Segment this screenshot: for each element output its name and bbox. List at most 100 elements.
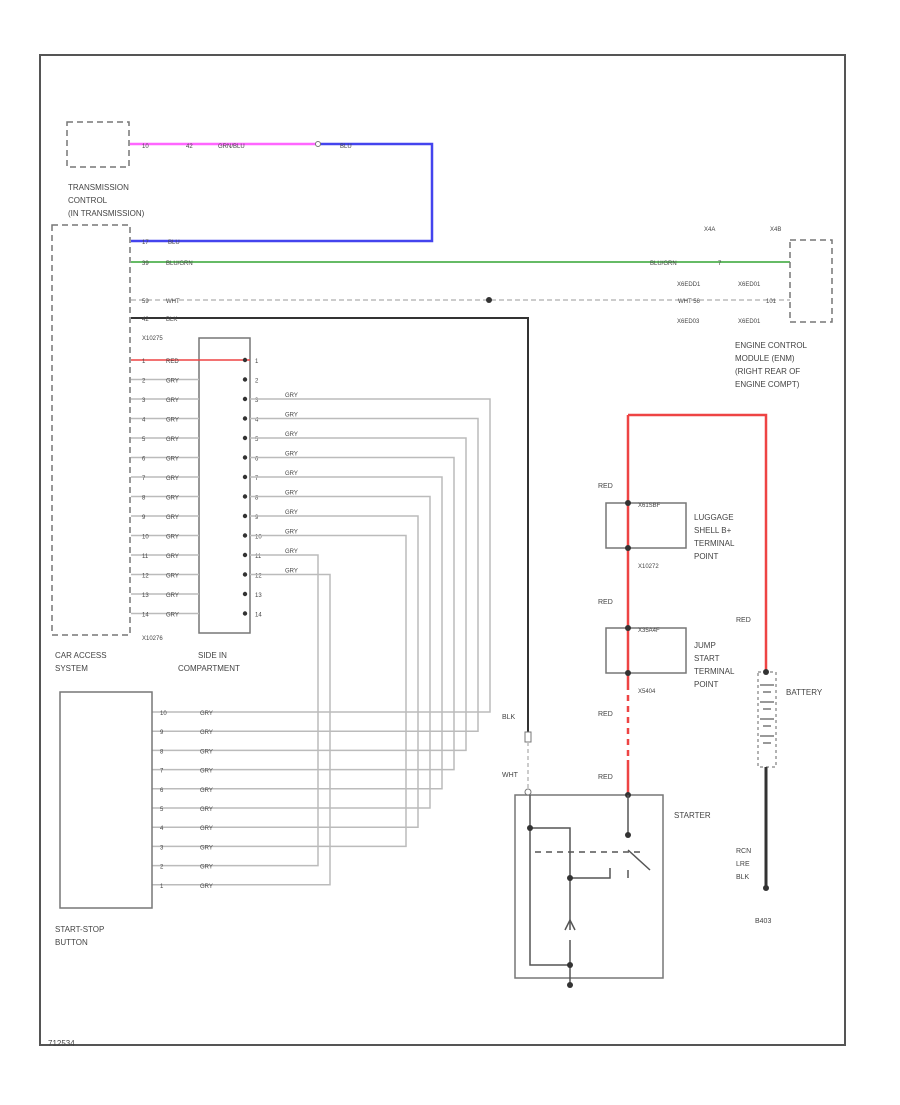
pin-icon — [242, 572, 248, 577]
side-compartment-label: SIDE IN COMPARTMENT — [178, 651, 240, 673]
car-access-label: CAR ACCESS SYSTEM — [55, 651, 109, 673]
pin-label: 10 — [160, 711, 167, 717]
pin-label: 42 — [142, 317, 149, 323]
jump-start-terminal-module — [605, 627, 687, 674]
wire-color-label: BLU — [168, 240, 180, 246]
connector-label: X10275 — [142, 336, 163, 342]
wire-color-label: GRY — [166, 515, 179, 521]
connector-label: X4A — [704, 227, 715, 233]
wire-color-label: GRY — [166, 613, 179, 619]
pin-label: 7 — [718, 261, 722, 267]
wire-gry-button — [152, 437, 467, 752]
pin-icon — [242, 533, 248, 538]
connector-label: X5404 — [638, 689, 656, 695]
wire-color-label: GRY — [285, 491, 298, 497]
terminal-icon — [567, 875, 573, 881]
ground-icon — [567, 982, 573, 988]
wire-color-label: WHT 56 — [678, 299, 701, 305]
diagram-id: 712534 — [48, 1039, 75, 1048]
wire-gry-button — [152, 573, 331, 886]
wire-color-label: GRY — [166, 476, 179, 482]
wire-color-label: RED — [598, 711, 613, 718]
pin-label: 14 — [255, 613, 262, 619]
connector-label: X61SBF — [638, 503, 661, 509]
luggage-terminal-label: LUGGAGE SHELL B+ TERMINAL POINT — [694, 513, 736, 561]
pin-label: 59 — [142, 299, 149, 305]
pin-label: 1 — [255, 359, 259, 365]
pin-label: 2 — [160, 865, 164, 871]
wire-color-label: GRY — [285, 569, 298, 575]
wire-color-label: RED — [166, 359, 179, 365]
connector-label: X6EDD1 — [677, 282, 701, 288]
pin-label: 14 — [142, 613, 149, 619]
wire-color-label: GRY — [285, 549, 298, 555]
pin-icon — [242, 416, 248, 421]
pin-label: 4 — [160, 826, 164, 832]
pin-label: 3 — [142, 398, 146, 404]
wire-color-label: GRY — [200, 845, 213, 851]
pin-label: 7 — [160, 769, 164, 775]
pin-label: 101 — [766, 299, 777, 305]
starter-internals — [529, 795, 651, 985]
pin-label: 2 — [255, 379, 259, 385]
pin-label: 6 — [255, 457, 259, 463]
pin-label: 8 — [160, 749, 164, 755]
wire-color-label: GRY — [166, 554, 179, 560]
pin-label: 4 — [142, 418, 146, 424]
wire-color-label: GRY — [166, 437, 179, 443]
wire-color-label: GRY — [285, 530, 298, 536]
pin-label: 7 — [255, 476, 259, 482]
wire-red-battery — [628, 413, 768, 672]
wire-color-label: GRN/BLU — [218, 144, 245, 150]
pin-label: 8 — [255, 496, 259, 502]
wire-color-label: GRY — [200, 730, 213, 736]
pin-label: 10 — [142, 144, 149, 150]
pin-label: 8 — [142, 496, 146, 502]
pin-label: 13 — [142, 593, 149, 599]
pin-label: 4 — [255, 418, 259, 424]
pin-label: 9 — [142, 515, 146, 521]
pin-label: 3 — [255, 398, 259, 404]
terminal-icon — [625, 500, 631, 506]
jump-start-label: JUMP START TERMINAL POINT — [694, 641, 736, 689]
connector-label: X35A4F — [638, 628, 660, 634]
wire-color-label: BLU/GRN — [650, 261, 677, 267]
car-access-module — [51, 224, 131, 636]
start-stop-label: START-STOP BUTTON — [55, 925, 106, 947]
inline-connector-icon — [524, 788, 532, 796]
wire-gry-button — [152, 417, 479, 732]
pin-label: 7 — [142, 476, 146, 482]
wire-color-label: GRY — [166, 418, 179, 424]
inline-connector-icon — [524, 731, 532, 743]
pin-icon — [242, 435, 248, 441]
ecm-label: ENGINE CONTROL MODULE (ENM) (RIGHT REAR … — [735, 341, 809, 389]
wire-color-label: WHT — [166, 299, 180, 305]
terminal-icon — [625, 670, 631, 676]
pin-label: 5 — [160, 807, 164, 813]
wire-gry-button — [152, 456, 455, 771]
wire-color-label: GRY — [166, 593, 179, 599]
battery-cells — [760, 684, 774, 744]
wire-color-label: GRY — [285, 413, 298, 419]
wire-color-label: GRY — [200, 788, 213, 794]
wire-color-label: GRY — [200, 826, 213, 832]
terminal-icon — [527, 825, 533, 831]
wire-gry-button — [152, 476, 443, 790]
wire-color-label: GRY — [285, 393, 298, 399]
pin-label: 5 — [255, 437, 259, 443]
wire-color-label: BLK — [502, 714, 516, 721]
wire-color-label: GRY — [166, 379, 179, 385]
pin-label: 1 — [142, 359, 146, 365]
pin-label: 11 — [142, 554, 149, 560]
wire-color-label: GRY — [200, 884, 213, 890]
pin-icon — [242, 396, 248, 402]
wire-color-label: BLU — [340, 144, 352, 150]
pin-icon — [242, 474, 248, 480]
wire-color-label: RED — [598, 483, 613, 490]
pin-icon — [242, 377, 248, 382]
terminal-icon — [567, 962, 573, 968]
diagram-frame — [39, 54, 846, 1046]
wire-gry-button — [152, 495, 431, 809]
